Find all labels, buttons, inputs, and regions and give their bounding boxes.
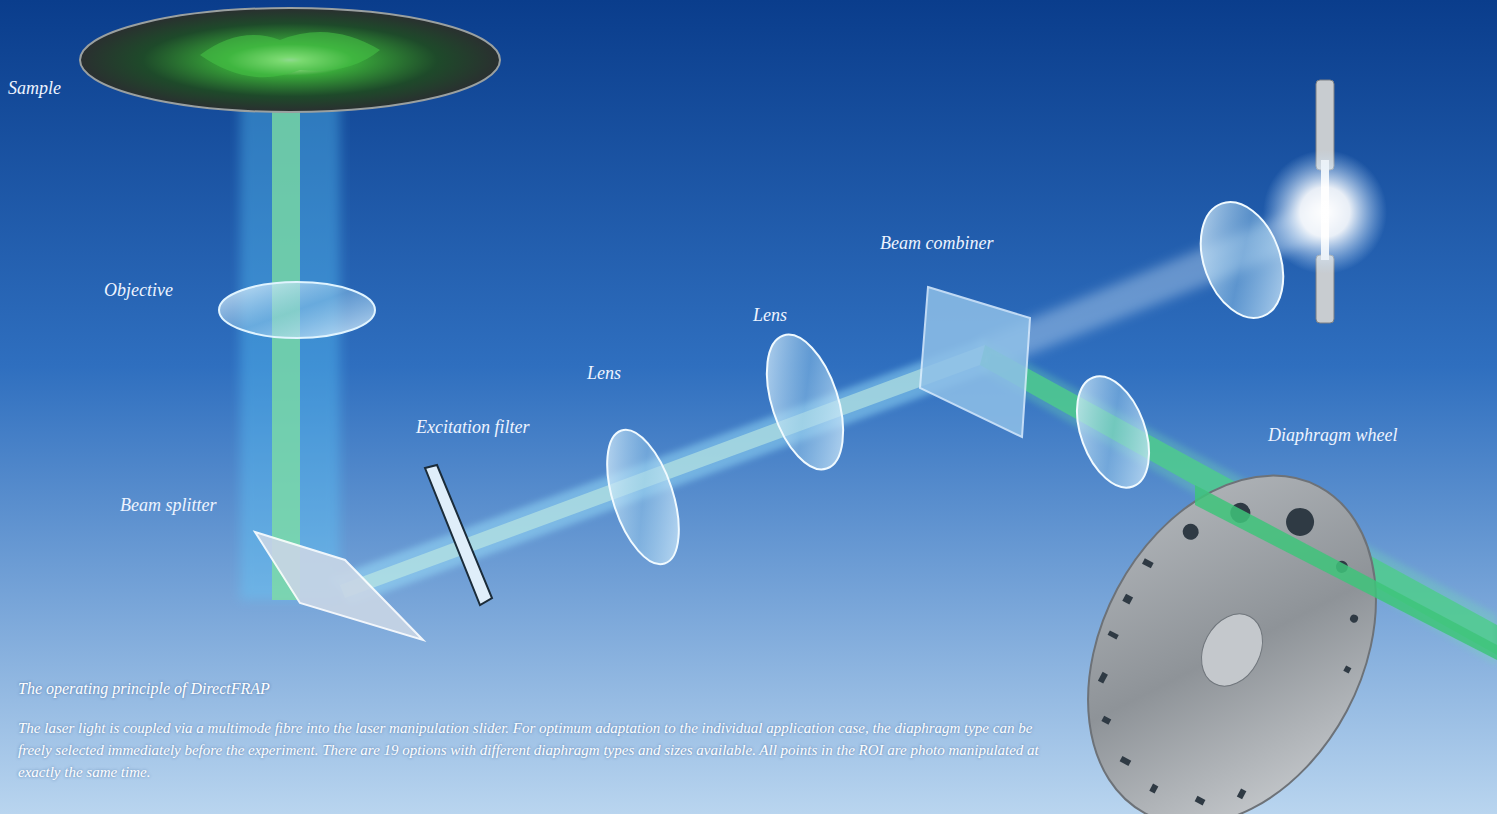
part-label: Beam combiner <box>880 233 993 254</box>
caption: The laser light is coupled via a multimo… <box>18 718 1068 783</box>
part-label: Sample <box>8 78 61 99</box>
part-label: Diaphragm wheel <box>1268 425 1398 446</box>
part-label: Lens <box>753 305 787 326</box>
part-label: Excitation filter <box>416 417 529 438</box>
part-label: Objective <box>104 280 173 301</box>
part-label: Lens <box>587 363 621 384</box>
title: The operating principle of DirectFRAP <box>18 680 270 698</box>
part-label: Beam splitter <box>120 495 217 516</box>
